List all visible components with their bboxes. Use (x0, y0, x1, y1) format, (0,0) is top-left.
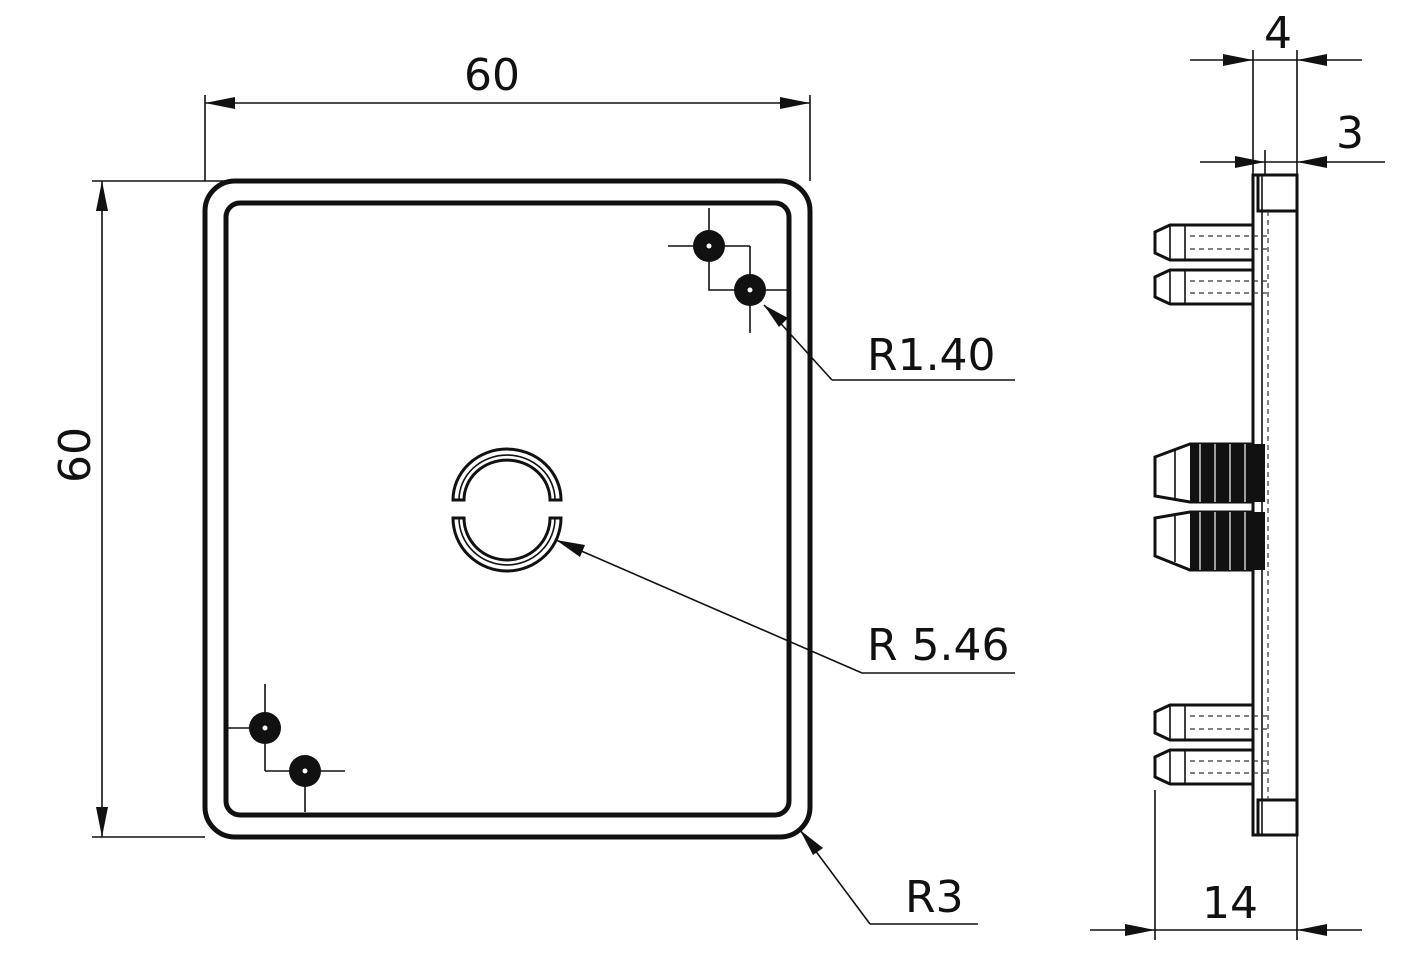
dimension-height: 60 (50, 180, 240, 838)
dimension-side-4-label: 4 (1264, 8, 1292, 59)
dimension-height-label: 60 (50, 427, 101, 483)
side-clips-center (1153, 442, 1265, 572)
dimension-side-3: 3 (1200, 108, 1385, 175)
corner-radius-label: R3 (905, 872, 964, 923)
side-view: 4 3 14 (1090, 8, 1385, 940)
dimension-side-14-label: 14 (1202, 878, 1258, 929)
mounting-holes-bottom-left (226, 684, 345, 812)
dimension-side-4: 4 (1190, 8, 1362, 175)
center-radius-label: R 5.46 (867, 620, 1010, 671)
dimension-width-label: 60 (464, 50, 520, 101)
center-split-ring (451, 447, 563, 573)
side-plate (1251, 173, 1299, 837)
leader-center-radius: R 5.46 (555, 539, 1015, 674)
plate-inner-outline (223, 200, 792, 818)
leader-corner-radius: R3 (799, 829, 978, 925)
leader-small-hole-radius: R1.40 (763, 304, 1015, 381)
small-hole-radius-label: R1.40 (867, 330, 996, 381)
side-pegs-upper (1153, 223, 1268, 306)
dimension-side-3-label: 3 (1336, 108, 1364, 159)
side-pegs-lower (1153, 703, 1268, 786)
mounting-holes-top-right (668, 208, 790, 333)
dimension-side-14: 14 (1090, 790, 1362, 940)
plate-outer-outline (202, 178, 813, 840)
front-view: 60 60 R1.40 R 5.46 (50, 50, 1015, 925)
dimension-width: 60 (204, 50, 811, 181)
